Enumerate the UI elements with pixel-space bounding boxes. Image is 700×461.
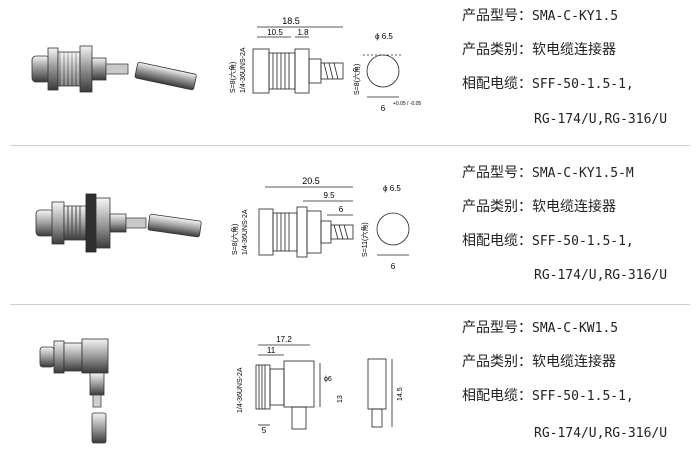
product-row-1: 18.5 10.5 1.8 ϕ 6.5 6 +0.05 / -0.05 S=8(…	[0, 0, 700, 145]
model-label: 产品型号：	[462, 320, 532, 336]
dim-base-2: 6	[391, 262, 396, 271]
cable-label: 相配电缆：	[462, 388, 532, 404]
dim-a-1: 10.5	[267, 28, 283, 37]
connector-photo-3	[39, 338, 109, 444]
category-value: 软电缆连接器	[532, 199, 616, 215]
model-value: SMA-C-KY1.5	[532, 9, 619, 24]
dimension-drawing-1: 18.5 10.5 1.8 ϕ 6.5 6 +0.05 / -0.05 S=8(…	[228, 16, 421, 113]
cable-label: 相配电缆：	[462, 233, 532, 249]
dim-hex-a-2: S=8(六角)	[230, 224, 239, 255]
dim-a-2: 9.5	[323, 191, 335, 200]
dim-thread-2: 1/4-36UNS-2A	[242, 209, 249, 255]
category-value: 软电缆连接器	[532, 42, 616, 58]
dim-h-3: 13	[337, 395, 344, 403]
dimension-drawing-2: 20.5 9.5 6 ϕ 6.5 6 S=8(六角) 1/4-36UNS-2A …	[230, 176, 410, 271]
dim-b-1: 1.8	[297, 28, 309, 37]
product-row-3: 17.2 11 5 ϕ6 13 1/4-36UNS-2A 14.5 产品型号：S…	[0, 305, 700, 461]
dim-h2-3: 14.5	[397, 387, 404, 401]
dim-dia-3: ϕ6	[324, 376, 332, 383]
dimension-drawing-3: 17.2 11 5 ϕ6 13 1/4-36UNS-2A 14.5	[237, 335, 404, 435]
dim-dia-2: ϕ 6.5	[383, 184, 401, 193]
cable-value-1: SFF-50-1.5-1,	[532, 77, 634, 92]
dim-a-3: 11	[267, 346, 276, 355]
dim-total-1: 18.5	[282, 16, 300, 26]
cable-value-2: RG-174/U,RG-316/U	[534, 112, 668, 127]
cable-value-1: SFF-50-1.5-1,	[532, 234, 634, 249]
cable-label: 相配电缆：	[462, 76, 532, 92]
model-label: 产品型号：	[462, 8, 532, 24]
dim-b-3: 5	[262, 426, 267, 435]
connector-photo-1	[31, 45, 197, 93]
dim-hex-b-1: S=8(六角)	[352, 64, 361, 95]
dim-thread-3: 1/4-36UNS-2A	[237, 367, 244, 413]
dim-total-3: 17.2	[276, 335, 292, 344]
dim-dia-1: ϕ 6.5	[375, 32, 393, 41]
model-label: 产品型号：	[462, 165, 532, 181]
model-value: SMA-C-KW1.5	[532, 321, 619, 336]
dim-thread-1: 1/4-36UNS-2A	[240, 47, 247, 93]
dim-b-2: 6	[339, 205, 344, 214]
dim-tol-1: +0.05 / -0.05	[393, 101, 421, 107]
dim-hex-b-2: S=11(六角)	[360, 222, 369, 257]
model-value: SMA-C-KY1.5-M	[532, 166, 634, 181]
category-value: 软电缆连接器	[532, 354, 616, 370]
category-label: 产品类别：	[462, 354, 532, 370]
dim-total-2: 20.5	[302, 176, 320, 186]
dim-base-1: 6	[381, 104, 386, 113]
cable-value-2: RG-174/U,RG-316/U	[534, 268, 668, 283]
product-row-2: 20.5 9.5 6 ϕ 6.5 6 S=8(六角) 1/4-36UNS-2A …	[0, 146, 700, 304]
cable-value-2: RG-174/U,RG-316/U	[534, 426, 668, 441]
dim-hex-a-1: S=8(六角)	[228, 62, 237, 93]
category-label: 产品类别：	[462, 199, 532, 215]
connector-photo-2	[35, 193, 202, 253]
row-divider-1	[10, 145, 690, 146]
category-label: 产品类别：	[462, 42, 532, 58]
row-divider-2	[10, 304, 690, 305]
cable-value-1: SFF-50-1.5-1,	[532, 389, 634, 404]
